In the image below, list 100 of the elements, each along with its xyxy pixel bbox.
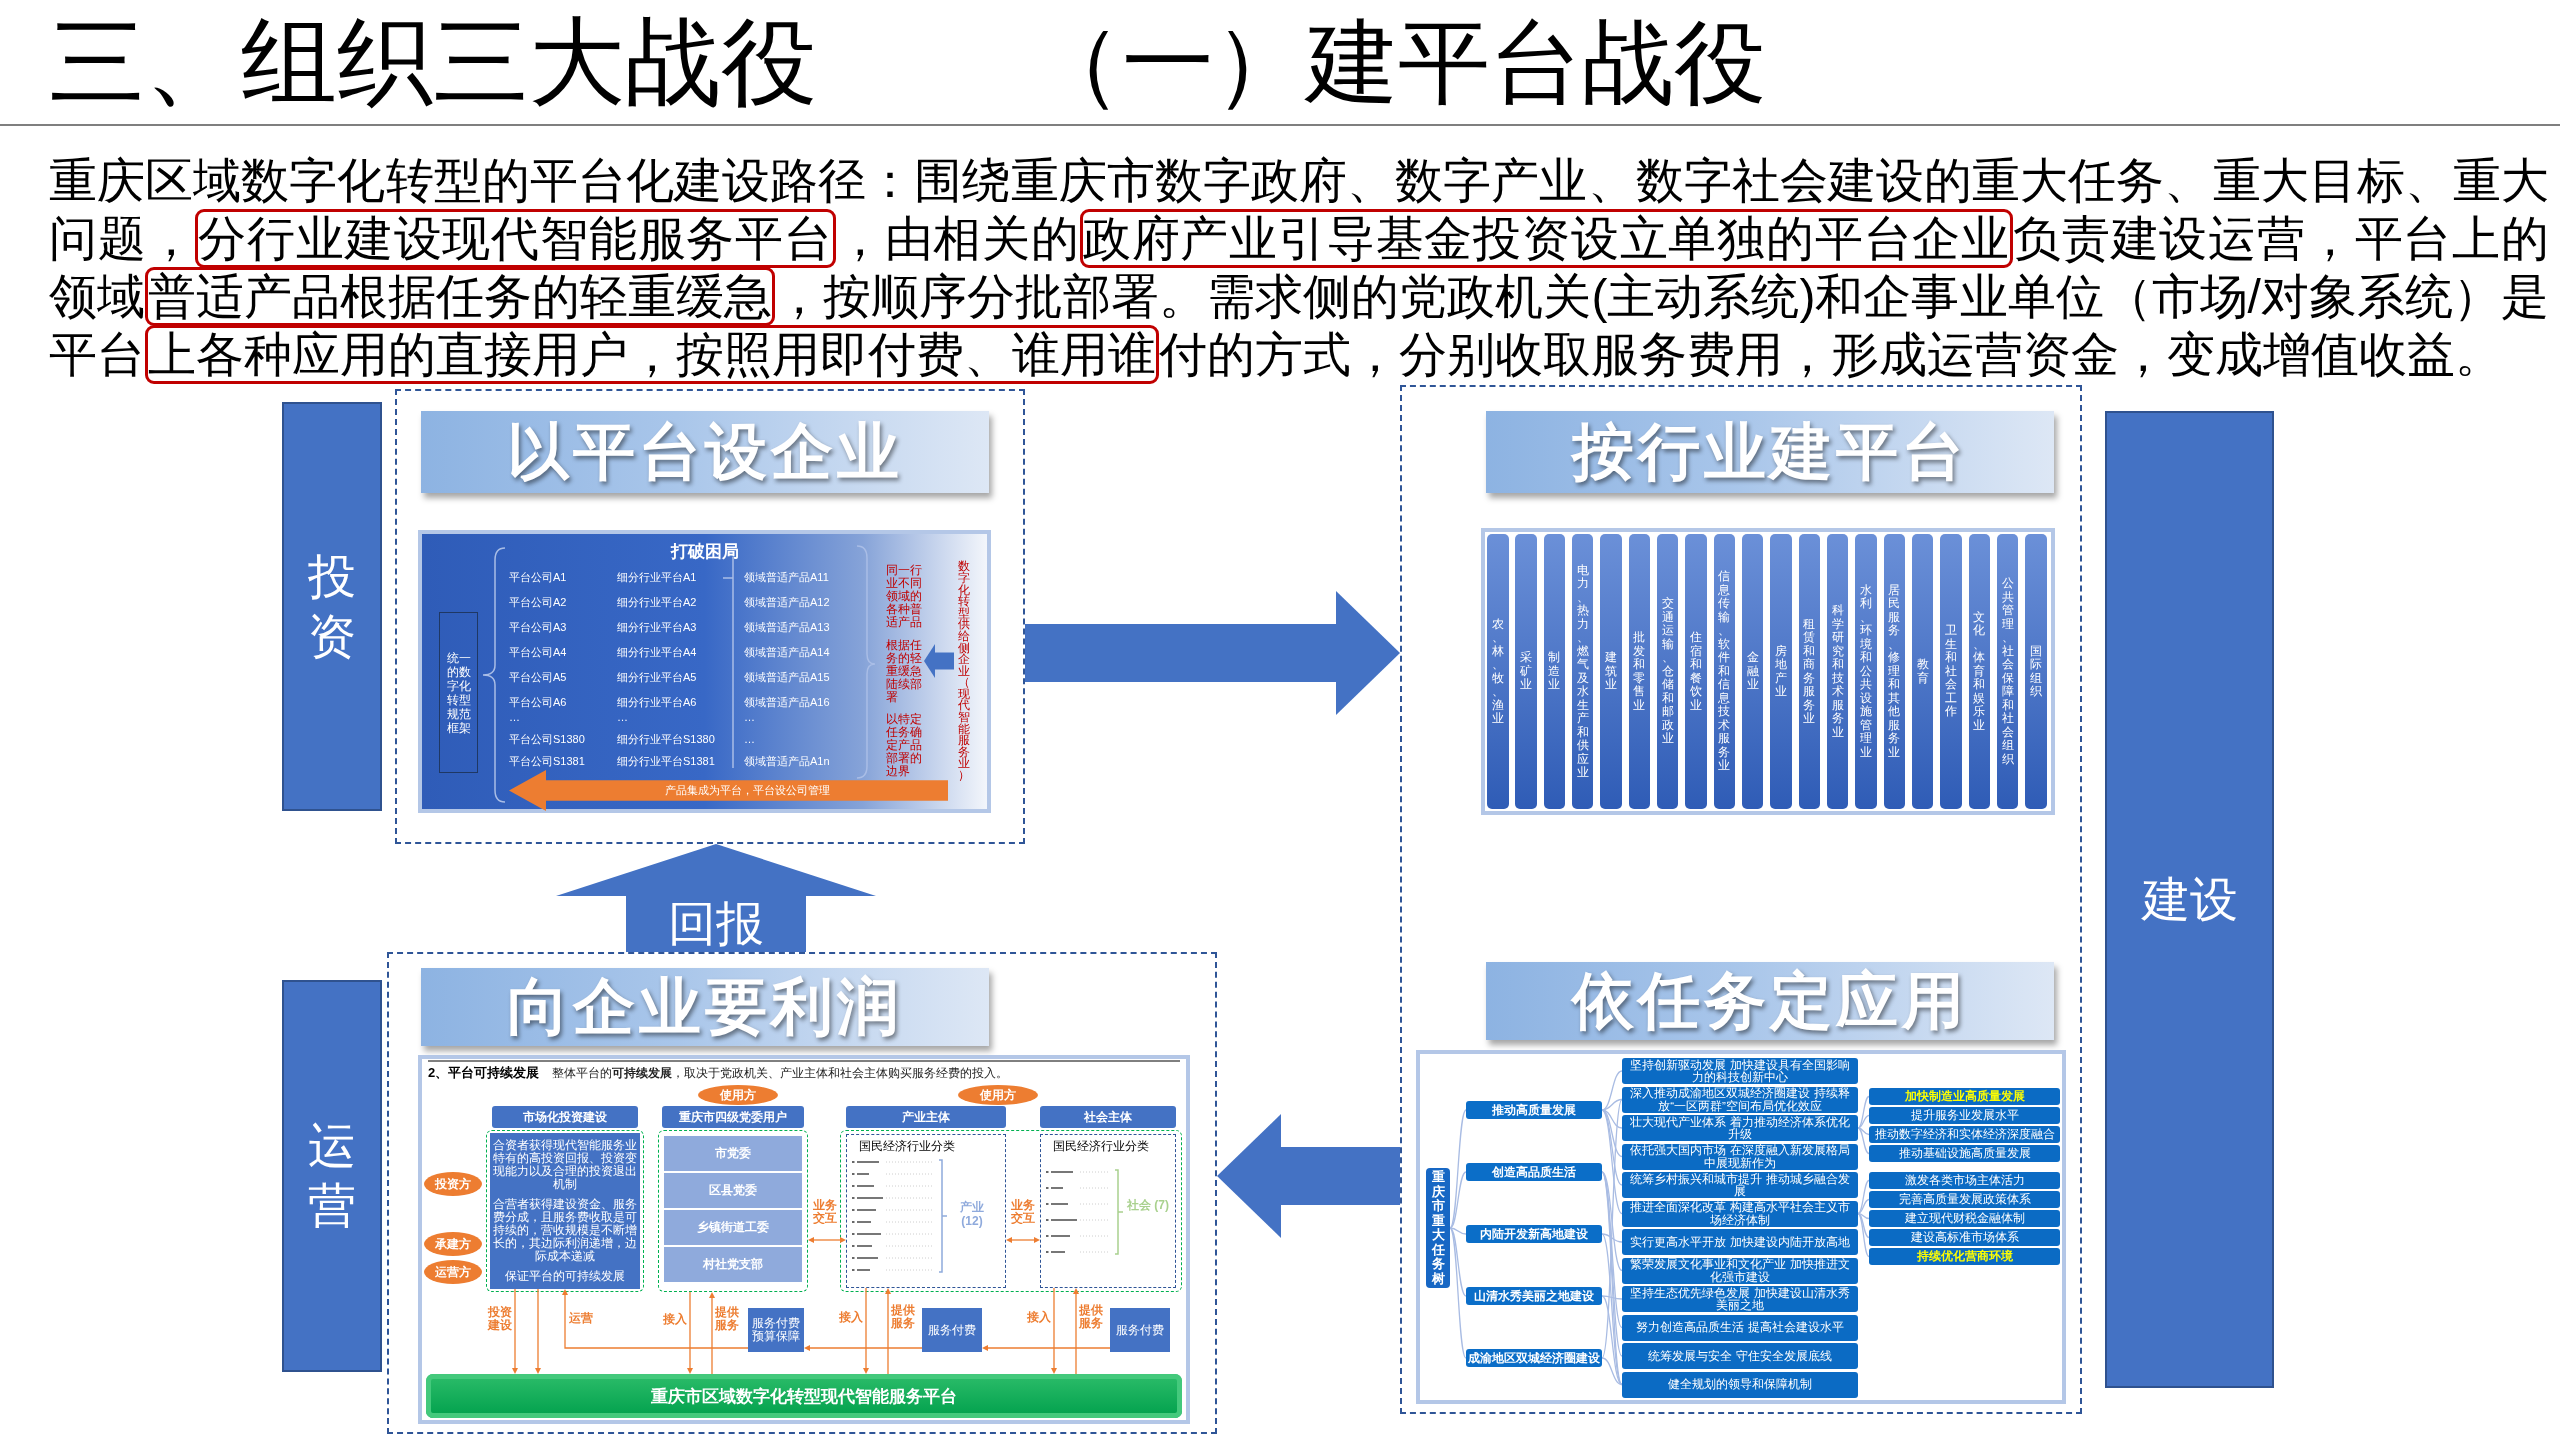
block-arrow xyxy=(556,844,876,952)
list-item: 领域普适产品A13 xyxy=(744,620,830,634)
picture-panel xyxy=(1481,528,2055,815)
task-box: 依托强大国内市场 在深度融入新发展格局中展现新作为 xyxy=(1622,1143,1858,1170)
industry-bar: 文化、体育和娱乐业 xyxy=(1968,534,1991,809)
title-banner: 按行业建平台 xyxy=(1486,411,2054,493)
connector-line xyxy=(1857,1212,1870,1220)
block-arrow xyxy=(924,644,954,678)
subtask-box: 持续优化营商环境 xyxy=(1869,1248,2060,1265)
connector-line xyxy=(1601,1098,1623,1111)
subtask-box: 加快制造业高质量发展 xyxy=(1869,1088,2060,1105)
connector-line xyxy=(1601,1171,1623,1272)
task-box: 坚持生态优先绿色发展 加快建设山清水秀美丽之地 xyxy=(1622,1286,1858,1312)
task-box: 深入推动成渝地区双城经济圈建设 持续释放“一区两群”空间布局优化效应 xyxy=(1622,1086,1858,1113)
branch-box: 山清水秀美丽之地建设 xyxy=(1466,1287,1602,1305)
connector-line xyxy=(1601,1109,1623,1215)
faded-caption: 社会 (7) xyxy=(1126,1198,1170,1212)
edge-label: 接入 xyxy=(838,1310,864,1324)
industry-bar: 卫生和社会工作 xyxy=(1940,534,1962,809)
task-box: 统筹乡村振兴和城市提升 推动城乡融合发展 xyxy=(1622,1172,1858,1198)
tier-box: 乡镇街道工委 xyxy=(664,1210,802,1246)
branch-box: 创造高品质生活 xyxy=(1466,1163,1602,1181)
role-ellipse: 使用方 xyxy=(698,1085,778,1105)
annotation-text: 同一行业不同领域的各种普适产品 xyxy=(886,564,923,629)
connector-line xyxy=(1857,1127,1870,1136)
list-item: 细分行业平台S1380 xyxy=(617,732,715,746)
slide-title: 三、组织三大战役 xyxy=(49,7,817,117)
side-bar: 运营 xyxy=(282,980,382,1372)
connector-line xyxy=(1857,1212,1870,1258)
title-banner: 向企业要利润 xyxy=(421,968,989,1046)
subtask-box: 激发各类市场主体活力 xyxy=(1869,1172,2060,1189)
picture-panel xyxy=(1416,1050,2066,1404)
industry-bar: 农、林、牧、渔业 xyxy=(1487,534,1509,809)
subtask-box: 提升服务业发展水平 xyxy=(1869,1107,2060,1124)
industry-bar: 教育 xyxy=(1911,534,1934,809)
arrow xyxy=(982,1345,1111,1351)
edge-label: 提供服务 xyxy=(890,1304,916,1330)
subtask-box: 推动基础设施高质量发展 xyxy=(1869,1145,2060,1162)
subtask-box: 完善高质量发展政策体系 xyxy=(1869,1191,2060,1208)
side-bar: 建设 xyxy=(2105,411,2274,1388)
body-text: 合资者获得现代智能服务业特有的高投资回报、投资变现能力以及合理的投资退出机制 xyxy=(493,1139,637,1192)
arrow xyxy=(804,1345,923,1351)
connector-line xyxy=(1601,1233,1623,1243)
list-item: … xyxy=(744,732,755,746)
task-box: 努力创造高品质生活 提高社会建设水平 xyxy=(1622,1314,1858,1341)
header-box: 产业主体 xyxy=(846,1106,1006,1128)
role-ellipse: 运营方 xyxy=(424,1260,482,1284)
arrow xyxy=(709,1292,715,1375)
header-box: 重庆市四级党委用户 xyxy=(662,1106,804,1128)
platform-bar: 重庆市区域数字化转型现代智能服务平台 xyxy=(426,1374,1182,1418)
connector-line xyxy=(1601,1295,1623,1386)
list-item: … xyxy=(617,710,628,724)
header-box: 市场化投资建设 xyxy=(492,1106,638,1128)
arrow xyxy=(863,1287,869,1374)
list-item: 平台公司A6 xyxy=(509,695,567,709)
edge-label: 投资建设 xyxy=(487,1305,513,1332)
industry-bar: 交通运输、仓储和邮政业 xyxy=(1656,534,1679,809)
connector-line xyxy=(1449,1227,1467,1235)
body-text: 合营者获得建设资金、服务费分成，且服务费收取是可持续的，营收规模是不断增长的，其边际利润递增，边际成本递减 xyxy=(493,1198,637,1263)
connector-line xyxy=(1857,1198,1870,1215)
panel-heading: 打破困局 xyxy=(670,541,739,563)
arrow xyxy=(885,1288,891,1375)
slide-subtitle: （一）建平台战役 xyxy=(1030,10,1766,115)
dashed-panel xyxy=(1400,385,2082,1414)
edge-label: 提供服务 xyxy=(714,1306,740,1332)
block-arrow xyxy=(1217,1114,1400,1238)
industry-bar: 住宿和餐饮业 xyxy=(1685,534,1707,809)
connector-line xyxy=(1857,1179,1870,1215)
edge-label: 提供服务 xyxy=(1078,1304,1104,1330)
role-ellipse: 承建方 xyxy=(424,1232,482,1256)
list-item: 领域普适产品A16 xyxy=(744,695,830,709)
list-item: 细分行业平台A2 xyxy=(617,595,697,609)
task-box: 推进全面深化改革 构建高水平社会主义市场经济体制 xyxy=(1622,1200,1858,1227)
framework-box: 统一的数字化转型规范框架 xyxy=(439,612,478,773)
connector-line xyxy=(1449,1109,1467,1229)
dashed-group-outline xyxy=(658,1130,808,1292)
edge-label: 运营 xyxy=(568,1311,594,1325)
tier-box: 村社党支部 xyxy=(664,1247,802,1283)
connector-line xyxy=(1857,1127,1870,1155)
connector-line xyxy=(1601,1098,1623,1359)
industry-bar: 公共管理、社会保障和社会组织 xyxy=(1996,534,2019,809)
connector-line xyxy=(1601,1295,1623,1300)
connector-line xyxy=(1857,1114,1870,1129)
industry-bar: 房地产业 xyxy=(1770,534,1792,809)
industry-bar: 居民服务、修理和其他服务业 xyxy=(1883,534,1906,809)
section-text: 整体平台的可持续发展，取决于党政机关、产业主体和社会主体购买服务经费的投入。 xyxy=(552,1066,1008,1080)
role-ellipse: 投资方 xyxy=(424,1172,482,1196)
arrow xyxy=(562,1289,749,1349)
task-box: 坚持创新驱动发展 加快建设具有全国影响力的科技创新中心 xyxy=(1622,1058,1858,1084)
diagram-panel xyxy=(418,530,991,813)
list-item: 细分行业平台A3 xyxy=(617,620,697,634)
list-item: 平台公司A4 xyxy=(509,645,567,659)
edge-label: 接入 xyxy=(662,1312,688,1326)
header-box: 社会主体 xyxy=(1040,1106,1176,1128)
edge-label: 业务交互 xyxy=(812,1199,838,1225)
list-item: … xyxy=(509,710,520,724)
industry-bar: 采矿业 xyxy=(1515,534,1537,809)
dashed-panel xyxy=(395,389,1025,844)
arrow xyxy=(1073,1288,1079,1375)
industry-bar: 科学研究和技术服务业 xyxy=(1826,534,1849,809)
